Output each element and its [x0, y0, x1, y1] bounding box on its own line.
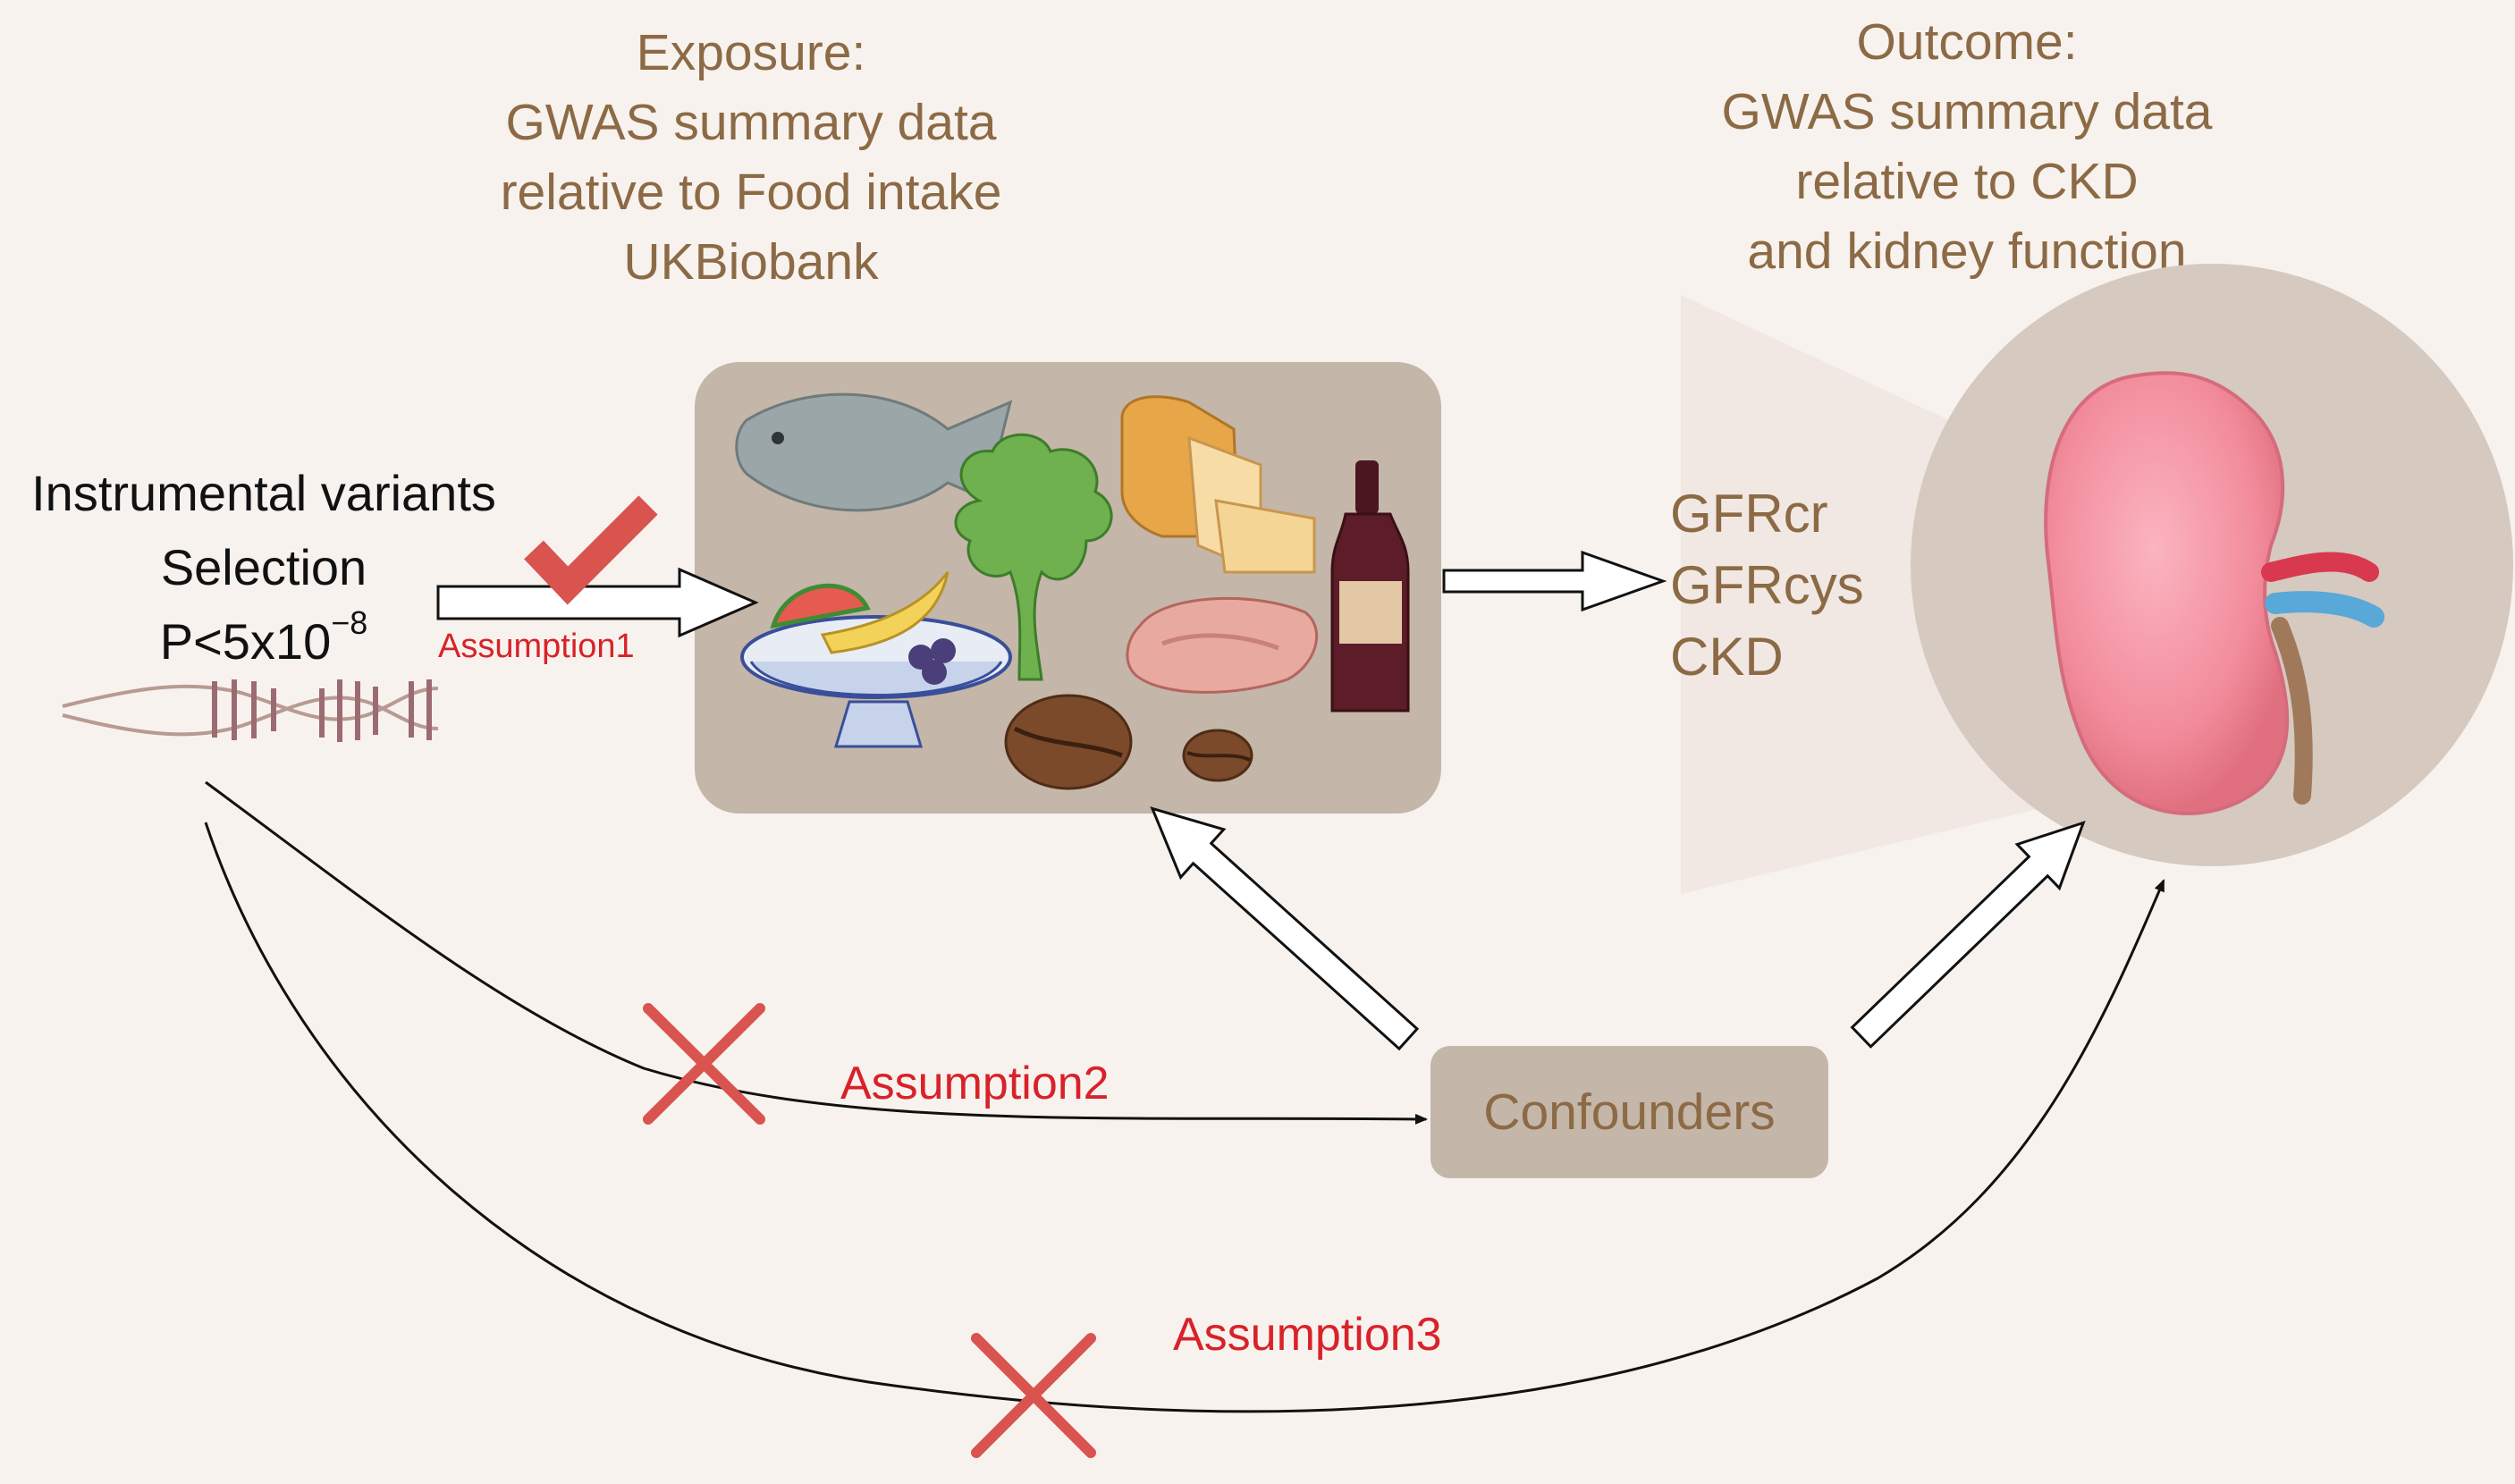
- fish-icon: [735, 392, 1013, 512]
- lettuce-icon: [954, 433, 1113, 681]
- cross-icon: [971, 1333, 1096, 1458]
- assumption2-label: Assumption2: [840, 1058, 1110, 1109]
- outcome-title-line: GWAS summary data: [1721, 83, 2213, 140]
- arrow-confounders-to-outcome: [1850, 820, 2086, 1049]
- outcome-title-line: relative to CKD: [1795, 153, 2139, 210]
- outcome-measure-item: CKD: [1670, 627, 1784, 687]
- arrow-iv-to-exposure: [436, 567, 759, 638]
- exposure-title-line: UKBiobank: [623, 233, 879, 291]
- coffee-bean-icon: [1182, 729, 1253, 782]
- coffee-bean-icon: [1004, 694, 1133, 790]
- dna-helix-icon: [62, 679, 439, 742]
- fruit-bowl-icon: [740, 571, 1012, 748]
- outcome-title-line: Outcome:: [1856, 13, 2078, 71]
- outcome-measures-list: GFRcr GFRcys CKD: [1670, 478, 1864, 693]
- threshold-exponent: −8: [331, 604, 368, 641]
- exposure-title-line: relative to Food intake: [500, 164, 1002, 221]
- confounders-box: Confounders: [1431, 1046, 1828, 1178]
- assumption1-label: Assumption1: [438, 628, 635, 665]
- kidney-icon: [2044, 371, 2384, 815]
- wine-bottle-icon: [1330, 460, 1410, 712]
- arrow-confounders-to-exposure: [1150, 806, 1420, 1051]
- outcome-measure-item: GFRcys: [1670, 555, 1864, 615]
- arrow-exposure-to-outcome: [1442, 550, 1667, 612]
- light-beam: [1681, 295, 2056, 894]
- checkmark-icon: [524, 495, 658, 605]
- instrument-threshold: P<5x10−8: [0, 604, 527, 679]
- path-assumption2: [205, 780, 1428, 1125]
- bread-icon: [1120, 395, 1316, 575]
- exposure-title-line: GWAS summary data: [505, 94, 997, 151]
- confounders-label: Confounders: [1483, 1083, 1776, 1141]
- assumption3-label: Assumption3: [1173, 1309, 1442, 1361]
- outcome-title-line: and kidney function: [1747, 223, 2187, 280]
- threshold-base: P<5x10: [159, 613, 332, 670]
- instrument-selection-label: Instrumental variants Selection P<5x10−8: [0, 456, 527, 679]
- exposure-title-line: Exposure:: [636, 24, 866, 81]
- outcome-title: Outcome: GWAS summary data relative to C…: [1574, 7, 2360, 286]
- path-assumption3: [204, 822, 2165, 1413]
- outcome-measure-item: GFRcr: [1670, 484, 1828, 544]
- meat-icon: [1126, 596, 1319, 694]
- cross-icon: [643, 1003, 765, 1125]
- instrument-line2: Selection: [160, 539, 367, 595]
- exposure-title: Exposure: GWAS summary data relative to …: [376, 18, 1127, 297]
- instrument-line1: Instrumental variants: [31, 465, 496, 521]
